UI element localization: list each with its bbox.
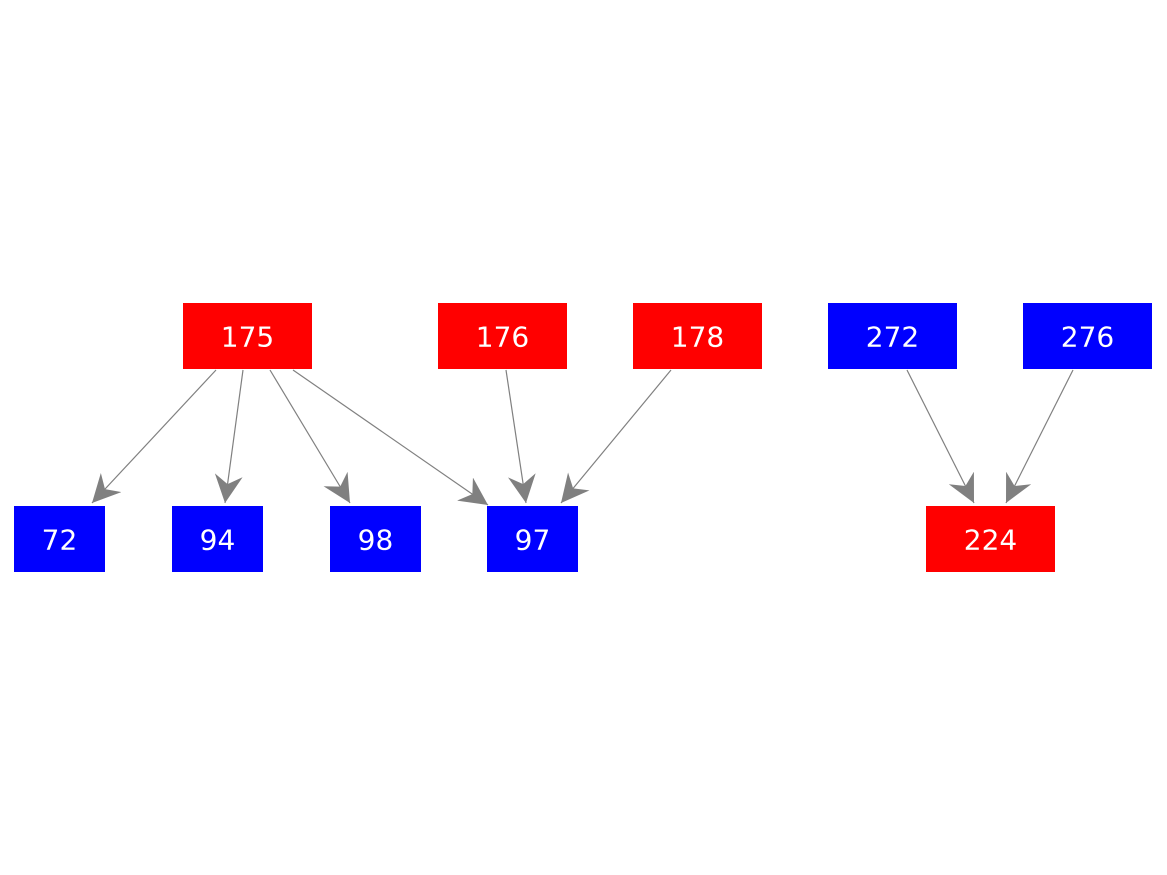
node-176: 176 <box>438 303 567 369</box>
node-label-94: 94 <box>200 524 236 557</box>
node-98: 98 <box>330 506 421 572</box>
node-label-224: 224 <box>964 524 1017 557</box>
node-box-176 <box>438 303 567 369</box>
node-label-276: 276 <box>1061 321 1114 354</box>
node-box-224 <box>926 506 1055 572</box>
edge-175-to-98 <box>269 369 351 504</box>
edge-176-to-97 <box>505 369 536 504</box>
edge-276-to-224 <box>1005 369 1074 504</box>
node-box-272 <box>828 303 957 369</box>
node-label-72: 72 <box>42 524 78 557</box>
edge-175-to-94 <box>214 369 244 504</box>
node-label-272: 272 <box>866 321 919 354</box>
node-272: 272 <box>828 303 957 369</box>
node-94: 94 <box>172 506 263 572</box>
edge-175-to-72 <box>91 369 217 504</box>
node-224: 224 <box>926 506 1055 572</box>
node-label-97: 97 <box>515 524 551 557</box>
node-276: 276 <box>1023 303 1152 369</box>
node-178: 178 <box>633 303 762 369</box>
edges-layer <box>91 369 1074 506</box>
node-box-97 <box>487 506 578 572</box>
node-97: 97 <box>487 506 578 572</box>
node-box-98 <box>330 506 421 572</box>
edge-178-to-97 <box>560 369 672 504</box>
edge-272-to-224 <box>906 369 975 504</box>
node-box-175 <box>183 303 312 369</box>
node-72: 72 <box>14 506 105 572</box>
edge-175-to-97 <box>292 369 489 506</box>
node-175: 175 <box>183 303 312 369</box>
node-label-98: 98 <box>358 524 394 557</box>
node-label-175: 175 <box>221 321 274 354</box>
node-label-176: 176 <box>476 321 529 354</box>
node-box-178 <box>633 303 762 369</box>
nodes-layer: 175 176 178 272 276 72 94 98 97 224 <box>14 303 1152 572</box>
node-box-94 <box>172 506 263 572</box>
node-label-178: 178 <box>671 321 724 354</box>
node-box-276 <box>1023 303 1152 369</box>
node-box-72 <box>14 506 105 572</box>
